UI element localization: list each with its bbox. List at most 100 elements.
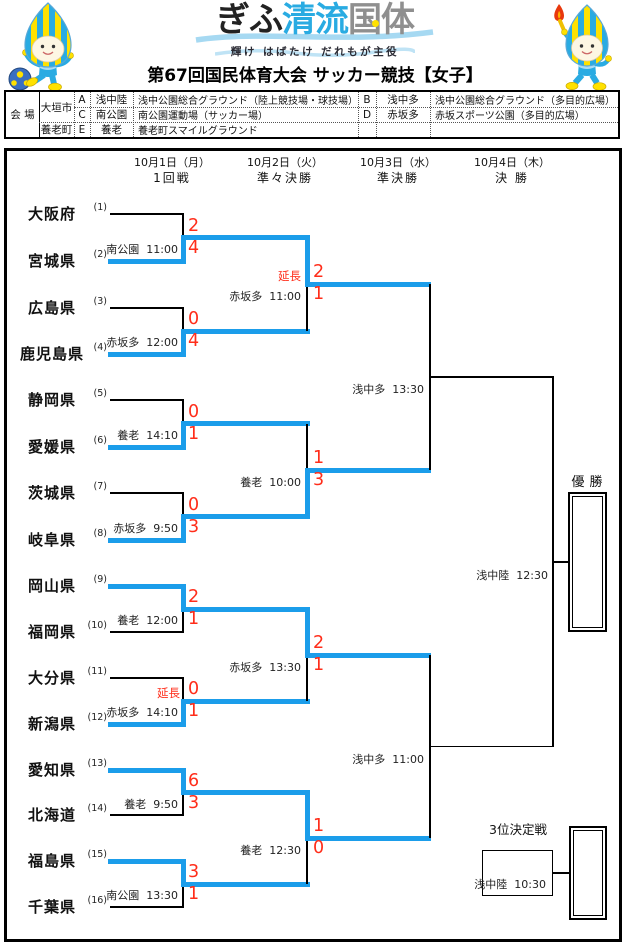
match-time: 9:50 bbox=[153, 521, 178, 535]
table-divider bbox=[430, 92, 431, 137]
match-time: 12:00 bbox=[146, 614, 178, 627]
match-time: 11:00 bbox=[146, 242, 178, 256]
table-divider bbox=[358, 92, 359, 137]
venue-code: D bbox=[362, 108, 372, 121]
match-time: 12:00 bbox=[146, 336, 178, 349]
score-bottom: 1 bbox=[188, 701, 200, 721]
winner-path bbox=[304, 606, 310, 658]
extra-time-label: 延長 bbox=[278, 269, 301, 284]
champion-box bbox=[568, 492, 607, 632]
third-place-box bbox=[569, 826, 607, 920]
winner-path bbox=[108, 858, 186, 864]
score-top: 2 bbox=[313, 262, 325, 283]
winner-path bbox=[180, 698, 186, 727]
match-venue: 赤坂多 bbox=[229, 661, 263, 674]
bracket-frame bbox=[4, 148, 622, 942]
table-divider bbox=[133, 92, 134, 137]
venue-code bbox=[358, 122, 376, 137]
bracket-line bbox=[110, 677, 184, 679]
match-time: 13:30 bbox=[392, 383, 424, 397]
round-date: 10月1日（月） bbox=[134, 156, 210, 169]
match-time: 10:00 bbox=[269, 476, 301, 489]
seed-label: (9) bbox=[93, 574, 107, 585]
venue-name: 浅中公園総合グラウンド（陸上競技場・球技場） bbox=[138, 96, 358, 107]
round-date: 10月2日（火） bbox=[247, 156, 323, 169]
score-top: 0 bbox=[188, 309, 200, 329]
winner-path bbox=[180, 328, 310, 334]
score-top: 2 bbox=[313, 633, 325, 653]
venue-name: 赤坂スポーツ公園（多目的広場） bbox=[435, 111, 585, 122]
winner-path bbox=[180, 514, 310, 519]
match-time: 11:00 bbox=[269, 290, 301, 304]
score-bottom: 3 bbox=[188, 792, 200, 813]
bracket-line bbox=[430, 376, 554, 378]
score-bottom: 3 bbox=[313, 470, 325, 490]
team-name: 鹿児島県 bbox=[19, 345, 84, 363]
score-bottom: 1 bbox=[313, 284, 325, 305]
team-name: 大分県 bbox=[27, 669, 76, 687]
table-divider bbox=[39, 122, 618, 123]
match-time: 9:50 bbox=[153, 797, 178, 811]
team-name: 岐阜県 bbox=[27, 531, 76, 549]
venue-abbr bbox=[376, 122, 430, 137]
bracket-line bbox=[110, 906, 184, 908]
table-divider bbox=[39, 92, 40, 137]
winner-path bbox=[304, 467, 431, 473]
round-name: 決 勝 bbox=[495, 171, 529, 185]
winner-path bbox=[180, 767, 186, 795]
seed-label: (4) bbox=[93, 342, 107, 353]
venue-abbr: 養老 bbox=[101, 124, 122, 136]
logo-text-gifu: ぎふ bbox=[216, 0, 283, 40]
bracket-line bbox=[430, 745, 554, 748]
winner-path bbox=[180, 421, 186, 450]
logo-text-seiryu: 清流 bbox=[282, 0, 349, 40]
team-name: 宮城県 bbox=[27, 252, 76, 270]
seed-label: (10) bbox=[87, 620, 107, 631]
venue-abbr: 浅中陸 bbox=[95, 94, 128, 106]
table-divider bbox=[74, 107, 618, 108]
team-name: 福島県 bbox=[27, 852, 76, 870]
team-name: 愛媛県 bbox=[27, 438, 76, 456]
venue-city: 養老町 bbox=[40, 124, 73, 136]
bracket-line bbox=[110, 814, 184, 816]
match-venue: 浅中多 bbox=[352, 383, 386, 397]
mascot-left-icon bbox=[8, 2, 74, 92]
table-divider bbox=[74, 92, 75, 137]
winner-path bbox=[304, 467, 310, 519]
winner-path bbox=[180, 235, 186, 264]
venue-code: C bbox=[78, 108, 86, 121]
winner-path bbox=[180, 790, 310, 795]
round-name: 1回戦 bbox=[153, 171, 191, 185]
match-venue: 養老 bbox=[117, 428, 140, 442]
winner-path bbox=[108, 767, 186, 773]
seed-label: (16) bbox=[87, 895, 107, 906]
seed-label: (15) bbox=[87, 849, 107, 860]
seed-label: (3) bbox=[93, 296, 107, 307]
team-name: 北海道 bbox=[27, 806, 76, 824]
winner-path bbox=[108, 537, 186, 543]
score-bottom: 0 bbox=[313, 838, 325, 859]
winner-path bbox=[180, 858, 186, 887]
winner-path bbox=[180, 881, 310, 887]
logo-swoosh-decoration bbox=[195, 29, 434, 43]
team-name: 茨城県 bbox=[27, 484, 76, 502]
match-venue: 赤坂多 bbox=[229, 290, 263, 304]
third-place-bracket bbox=[482, 850, 553, 896]
seed-label: (11) bbox=[87, 666, 107, 677]
score-top: 6 bbox=[188, 770, 200, 791]
score-bottom: 1 bbox=[188, 423, 200, 444]
winner-path bbox=[304, 790, 310, 841]
winner-path bbox=[108, 444, 186, 450]
team-name: 千葉県 bbox=[27, 898, 76, 916]
score-top: 0 bbox=[188, 494, 200, 515]
match-venue: 浅中多 bbox=[352, 752, 386, 766]
seed-label: (5) bbox=[93, 388, 107, 399]
match-time: 13:30 bbox=[146, 889, 178, 902]
